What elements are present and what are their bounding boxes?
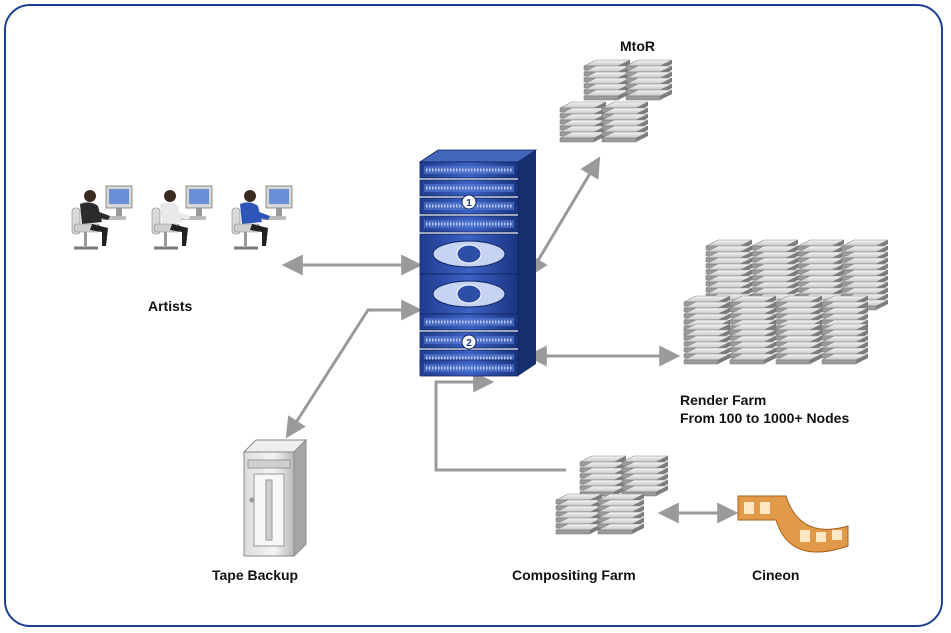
compositing-farm-label: Compositing Farm [512, 567, 636, 583]
arrow-server-mtor [527, 156, 601, 278]
mtor-label: MtoR [620, 38, 655, 54]
tape-backup-unit [242, 438, 308, 558]
server-badge-2: 2 [466, 338, 472, 349]
artist-workstations [70, 184, 294, 250]
render-farm-sub-label: From 100 to 1000+ Nodes [680, 410, 850, 426]
server-badge-1: 1 [466, 198, 472, 209]
arrow-server-tapebackup [285, 299, 423, 439]
artist-3-icon [230, 184, 294, 250]
tape-backup-label: Tape Backup [212, 567, 299, 583]
central-server-rack: 1 2 [418, 149, 538, 378]
artist-2-icon [150, 184, 214, 250]
render-farm-cluster [684, 240, 888, 364]
cineon-film-icon [737, 495, 849, 553]
cineon-label: Cineon [752, 567, 800, 583]
connection-arrows [281, 156, 739, 524]
arrow-server-compositing [434, 371, 566, 472]
mtor-server-cluster [560, 60, 672, 142]
artist-1-icon [70, 184, 134, 250]
diagram-frame [4, 4, 943, 627]
render-farm-label: Render Farm [680, 392, 767, 408]
compositing-farm-cluster [556, 456, 668, 534]
artists-label: Artists [148, 298, 193, 314]
